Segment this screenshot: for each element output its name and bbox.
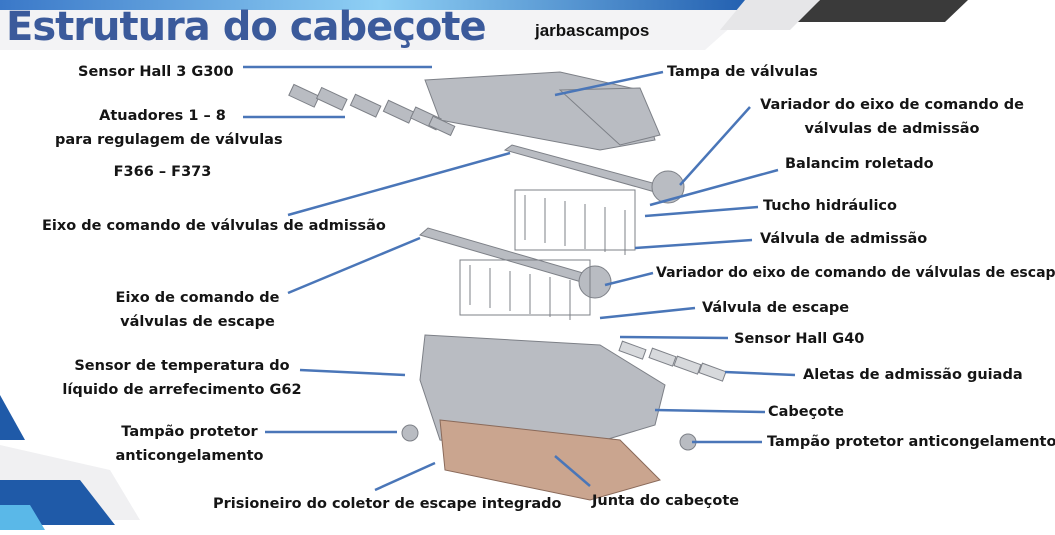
- intake-variator: [651, 170, 685, 204]
- label-line: Tampão protetor: [121, 424, 258, 440]
- label-cylinder-head: Cabeçote: [768, 404, 844, 420]
- label-line: F366 – F373: [113, 164, 212, 180]
- label-coolant-temp-sensor: Sensor de temperatura do líquido de arre…: [62, 354, 302, 402]
- label-exhaust-camshaft: Eixo de comando de válvulas de escape: [110, 286, 285, 334]
- label-sensor-hall-g40: Sensor Hall G40: [734, 331, 865, 347]
- label-roller-rocker: Balancim roletado: [785, 156, 934, 172]
- label-head-gasket: Junta do cabeçote: [592, 493, 740, 509]
- frost-plug-left: [401, 424, 419, 442]
- valve-cover-manifold: [558, 87, 661, 146]
- label-line: Variador do eixo de comando de: [760, 97, 1024, 113]
- label-actuators: Atuadores 1 – 8 para regulagem de válvul…: [55, 104, 283, 184]
- intake-flaps: [618, 340, 727, 382]
- page-title: Estrutura do cabeçote: [6, 4, 487, 50]
- label-intake-camshaft: Eixo de comando de válvulas de admissão: [42, 218, 386, 234]
- label-valve-cover: Tampa de válvulas: [667, 64, 818, 80]
- label-line: Atuadores 1 – 8: [99, 108, 226, 124]
- label-line: para regulagem de válvulas: [55, 132, 283, 148]
- label-intake-flaps: Aletas de admissão guiada: [803, 367, 1023, 383]
- actuators: [288, 83, 456, 137]
- label-line: Sensor de temperatura do: [74, 358, 290, 374]
- label-frost-plug-left: Tampão protetor anticongelamento: [112, 420, 267, 468]
- label-frost-plug-right: Tampão protetor anticongelamento: [767, 434, 1055, 450]
- label-line: Eixo de comando de: [115, 290, 280, 306]
- label-line: válvulas de admissão: [804, 121, 980, 137]
- label-line: válvulas de escape: [120, 314, 275, 330]
- header-banner: [0, 0, 1055, 55]
- label-sensor-hall-3: Sensor Hall 3 G300: [78, 64, 234, 80]
- label-line: anticongelamento: [115, 448, 264, 464]
- head-gasket: [439, 419, 661, 501]
- valves: [459, 189, 636, 316]
- label-exhaust-variator: Variador do eixo de comando de válvulas …: [656, 265, 1055, 281]
- author-watermark: jarbascampos: [535, 21, 650, 40]
- label-intake-variator: Variador do eixo de comando de válvulas …: [752, 93, 1032, 141]
- exhaust-variator: [578, 265, 612, 299]
- label-hydraulic-tappet: Tucho hidráulico: [763, 198, 897, 214]
- label-exhaust-valve: Válvula de escape: [702, 300, 850, 316]
- label-exhaust-stud: Prisioneiro do coletor de escape integra…: [213, 496, 562, 512]
- label-line: líquido de arrefecimento G62: [62, 382, 302, 398]
- label-intake-valve: Válvula de admissão: [760, 231, 928, 247]
